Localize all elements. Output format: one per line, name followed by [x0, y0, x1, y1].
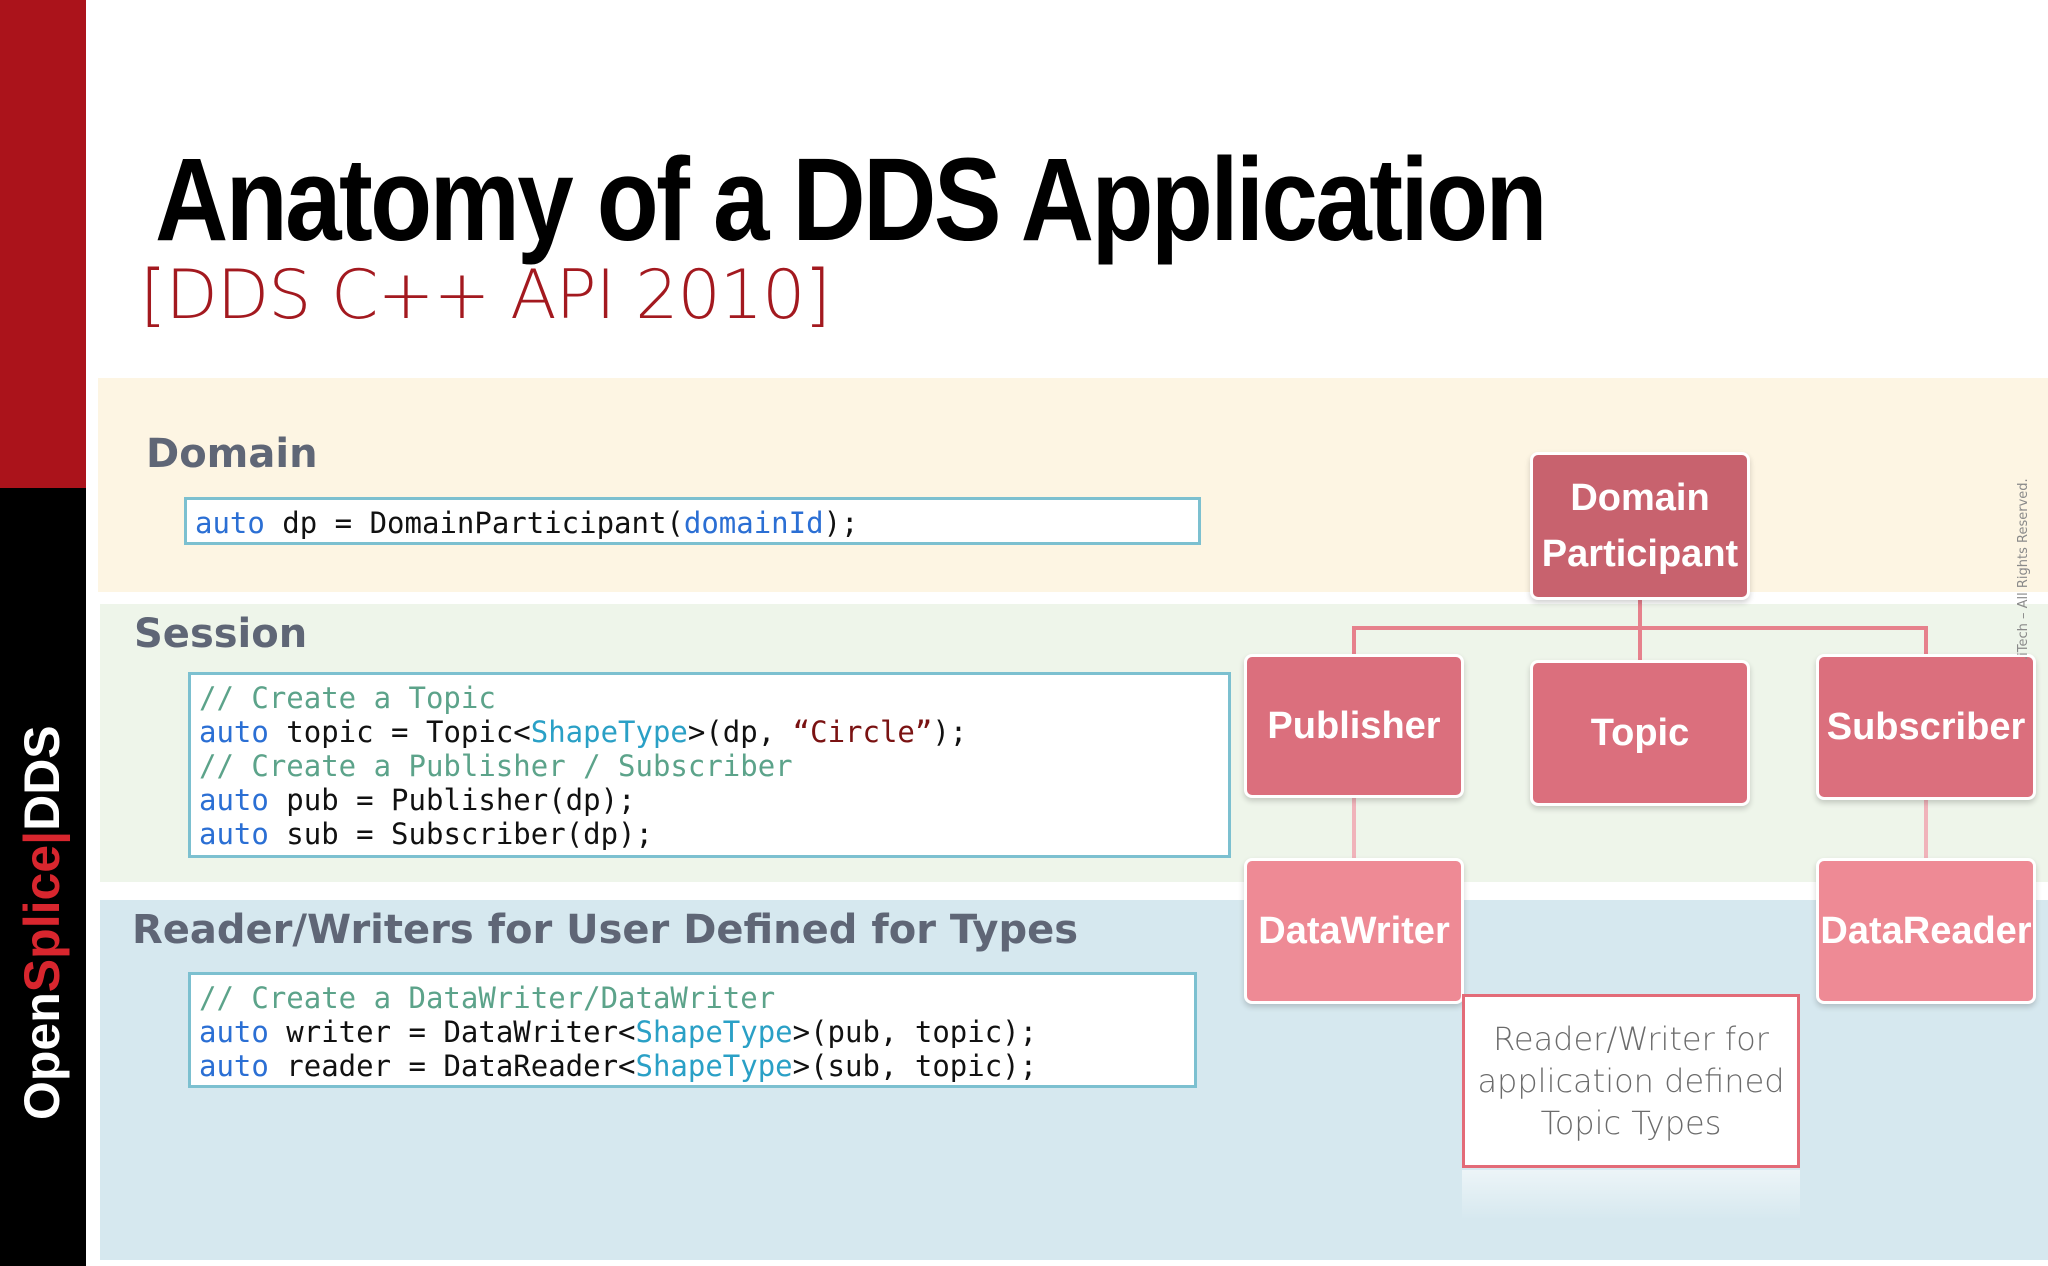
note-reflection [1462, 1170, 1800, 1220]
connector-participant-down [1638, 600, 1642, 660]
brand-bar-red [0, 0, 86, 488]
domain-band [98, 378, 2048, 592]
connector-subscriber-datareader [1924, 800, 1928, 858]
code-box-session: // Create a Topic auto topic = Topic<Sha… [188, 672, 1231, 858]
section-label-reader-writers: Reader/Writers for User Defined for Type… [132, 907, 1079, 953]
brand-logo-text: OpenSplice|DDS [14, 725, 70, 1120]
slide-title: Anatomy of a DDS Application [155, 134, 1547, 266]
brand-bar-black [0, 488, 86, 1266]
connector-horizontal [1352, 626, 1928, 630]
connector-publisher [1352, 626, 1356, 654]
section-label-domain: Domain [146, 431, 318, 477]
node-topic: Topic [1530, 660, 1750, 806]
connector-publisher-datawriter [1352, 798, 1356, 858]
node-datareader: DataReader [1816, 858, 2036, 1004]
node-subscriber: Subscriber [1816, 654, 2036, 800]
node-publisher: Publisher [1244, 654, 1464, 798]
connector-subscriber [1924, 626, 1928, 654]
note-box: Reader/Writer for application defined To… [1462, 994, 1800, 1168]
node-datawriter: DataWriter [1244, 858, 1464, 1004]
section-label-session: Session [134, 611, 308, 657]
code-box-domain: auto dp = DomainParticipant(domainId); [184, 497, 1201, 545]
slide-subtitle: [DDS C++ API 2010] [140, 256, 831, 335]
node-domain-participant: Domain Participant [1530, 452, 1750, 600]
copyright-text: .iTech – All Rights Reserved. [2016, 478, 2031, 660]
code-box-reader-writers: // Create a DataWriter/DataWriter auto w… [188, 972, 1197, 1088]
